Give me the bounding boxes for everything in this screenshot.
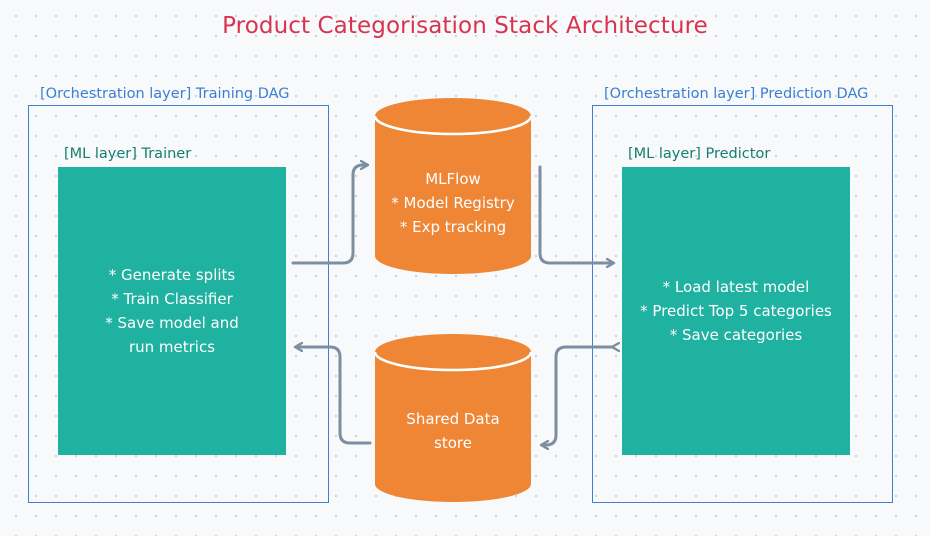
trainer-to-mlflow-arrow	[291, 165, 367, 265]
predictor-line: * Load latest model	[662, 278, 810, 296]
prediction-dag-frame	[592, 105, 893, 503]
training-dag-frame	[28, 105, 329, 503]
trainer-line: * Generate splits	[108, 266, 236, 284]
trainer-line: * Save model and	[105, 314, 239, 332]
predictor-line: * Save categories	[669, 326, 803, 344]
prediction-dag-label: [Orchestration layer] Prediction DAG	[604, 86, 869, 102]
diagram-title: Product Categorisation Stack Architectur…	[222, 13, 708, 39]
mlflow-line: MLFlow	[425, 170, 481, 188]
mlflow-line: * Exp tracking	[399, 218, 507, 236]
datastore-line: Shared Data	[406, 410, 500, 428]
mlflow-line: * Model Registry	[391, 194, 515, 212]
datastore-to-trainer-arrow	[296, 347, 372, 445]
training-dag-label: [Orchestration layer] Training DAG	[40, 86, 290, 102]
predictor-line: * Predict Top 5 categories	[640, 302, 832, 320]
mlflow-text: MLFlow * Model Registry * Exp tracking	[375, 167, 531, 239]
predictor-datastore-arrow	[542, 347, 613, 445]
predictor-label: [ML layer] Predictor	[628, 146, 771, 162]
mlflow-cylinder	[373, 98, 533, 274]
mlflow-to-predictor-arrow	[538, 165, 613, 263]
trainer-line: run metrics	[128, 338, 216, 356]
datastore-cylinder	[373, 334, 533, 502]
datastore-line: store	[434, 434, 472, 452]
trainer-label: [ML layer] Trainer	[64, 146, 192, 162]
trainer-line: * Train Classifier	[111, 290, 233, 308]
trainer-box: * Generate splits * Train Classifier * S…	[58, 167, 286, 455]
datastore-text: Shared Data store	[375, 407, 531, 455]
predictor-box: * Load latest model * Predict Top 5 cate…	[622, 167, 850, 455]
